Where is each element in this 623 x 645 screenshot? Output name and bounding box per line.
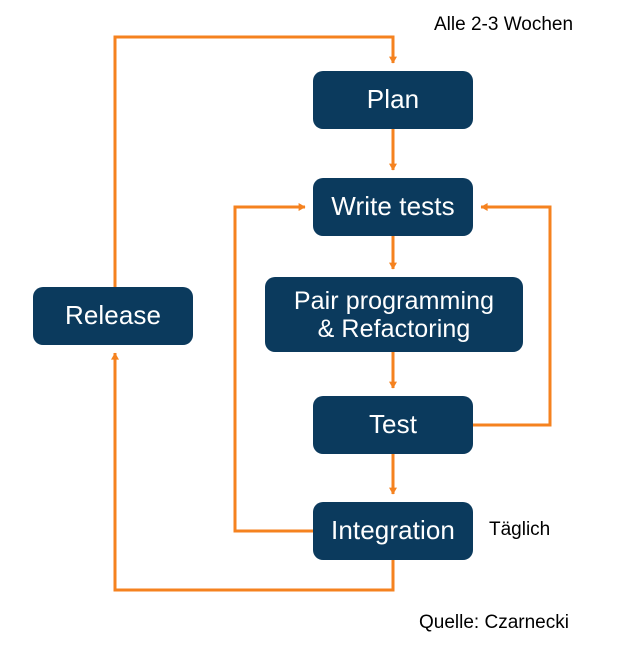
edge-integration-to-release [111,352,395,592]
caption-iteration-cadence: Alle 2-3 Wochen [434,14,574,35]
caption-daily-cadence: Täglich [489,519,551,540]
node-plan[interactable]: Plan [313,71,473,129]
node-release[interactable]: Release [33,287,193,345]
node-write-tests[interactable]: Write tests [313,178,473,236]
node-pair-programming-refactoring[interactable]: Pair programming & Refactoring [265,277,523,352]
node-integration[interactable]: Integration [313,502,473,560]
edge-integration-to-write-tests-feedback [233,203,313,533]
node-test[interactable]: Test [313,396,473,454]
caption-source-attribution: Quelle: Czarnecki [419,612,569,633]
edge-test-to-write-tests-feedback [473,203,552,427]
edge-release-to-plan [113,35,398,287]
